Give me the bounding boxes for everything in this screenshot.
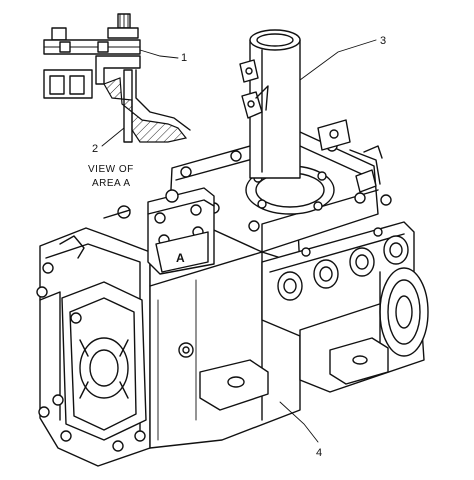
- leader-line-3: [299, 39, 377, 81]
- drive-hub: [299, 267, 429, 393]
- callout-2: 2: [92, 143, 98, 155]
- area-a-block: A: [103, 187, 215, 275]
- vertical-tube: 3: [239, 29, 386, 179]
- leader-line-2: [101, 127, 125, 147]
- callout-1: 1: [181, 52, 187, 64]
- inset-view-area-a: 1 2 VIEW OF AREA A: [43, 13, 191, 189]
- leader-line-4: [279, 401, 319, 443]
- area-marker-label: A: [176, 251, 185, 265]
- inset-caption-line-1: VIEW OF: [88, 164, 134, 175]
- callout-3: 3: [380, 35, 386, 47]
- inset-caption-line-2: AREA A: [92, 178, 131, 189]
- callout-4: 4: [316, 447, 322, 459]
- leader-line-1: [139, 49, 179, 59]
